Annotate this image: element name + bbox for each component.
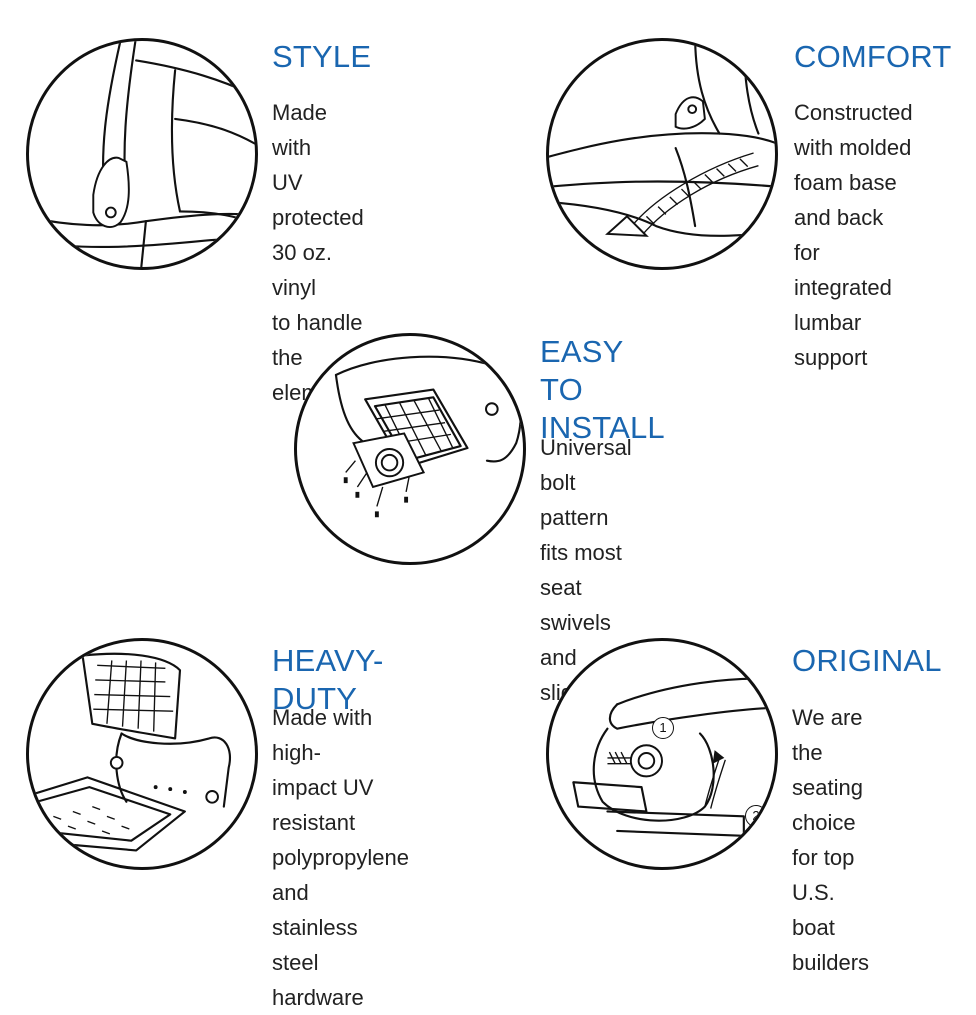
feature-title: HEAVY-DUTY (272, 643, 384, 716)
feature-description: Made with UV protected 30 oz. vinyl to h… (272, 100, 364, 405)
feature-description: Constructed with molded foam base and ba… (794, 100, 913, 370)
seat-hinge-illustration (26, 38, 258, 270)
feature-title: EASY TO INSTALL (540, 334, 665, 445)
feature-title: ORIGINAL (792, 643, 942, 678)
bolt-pattern-illustration (294, 333, 526, 565)
feature-description: Universal bolt pattern fits most seat sw… (540, 435, 632, 705)
seat-foam-illustration (546, 38, 778, 270)
step-2-badge: 2 (745, 805, 767, 827)
seat-shell-illustration (26, 638, 258, 870)
feature-title: STYLE (272, 39, 372, 74)
feature-description: Made with high- impact UV resistant poly… (272, 705, 409, 1010)
feature-title: COMFORT (794, 39, 952, 74)
seat-fold-illustration: 1 2 (546, 638, 778, 870)
step-1-badge: 1 (652, 717, 674, 739)
feature-description: We are the seating choice for top U.S. b… (792, 705, 870, 975)
